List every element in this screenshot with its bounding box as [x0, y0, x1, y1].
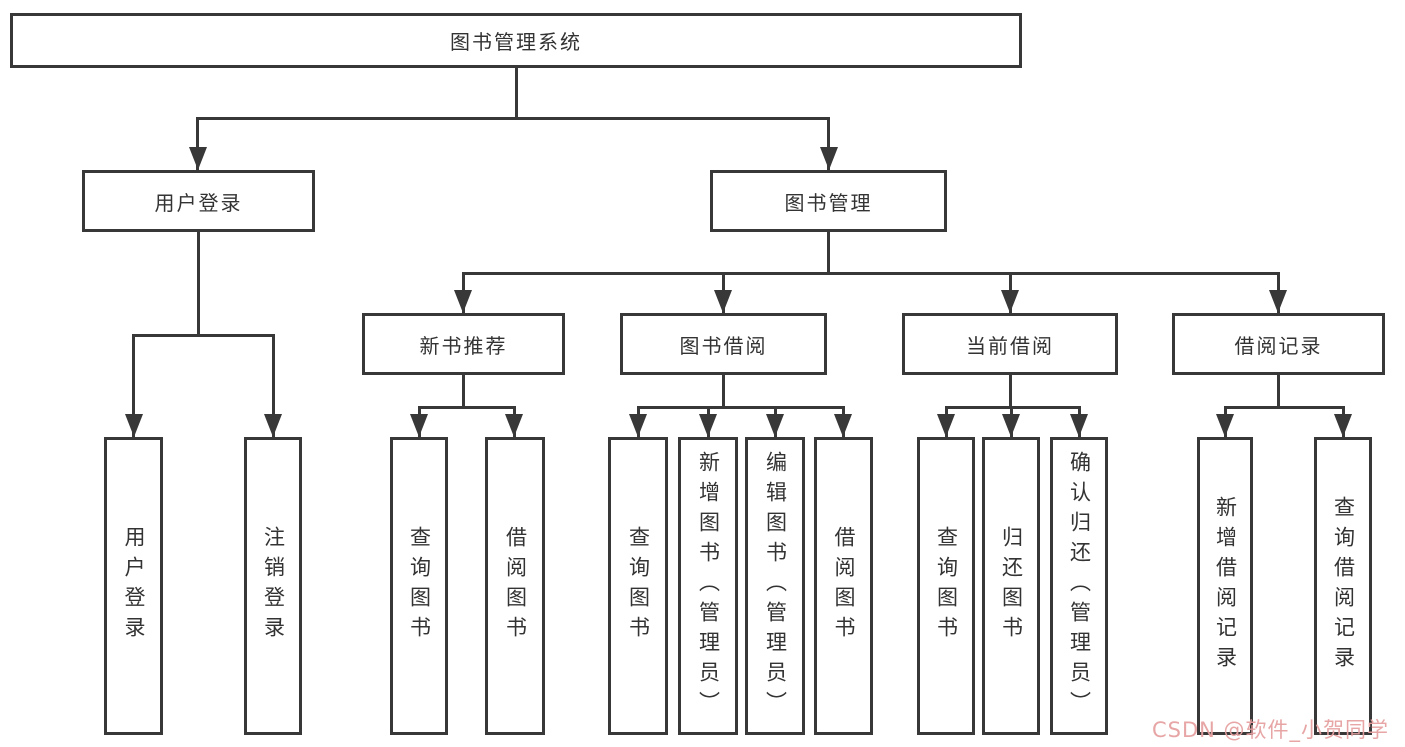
node-label: 新书推荐 — [419, 333, 508, 358]
node-label: 借阅图书 — [832, 526, 856, 646]
arrow-down-icon — [1002, 414, 1020, 437]
leaf-query-books-recommend: 查询图书 — [390, 437, 448, 735]
arrow-down-icon — [1216, 414, 1234, 437]
arrow-down-icon — [766, 414, 784, 437]
node-label: 查询图书 — [934, 526, 959, 646]
node-label: 注销登录 — [261, 526, 286, 646]
leaf-add-books-admin: 新增图书（管理员） — [678, 437, 738, 735]
arrow-down-icon — [505, 414, 523, 437]
arrow-down-icon — [410, 414, 428, 437]
arrow-down-icon — [714, 290, 732, 313]
leaf-user-login: 用户登录 — [104, 437, 163, 735]
arrow-down-icon — [834, 414, 852, 437]
node-root-library-system: 图书管理系统 — [10, 13, 1022, 68]
edge-userlogin-rail — [132, 334, 274, 337]
leaf-query-borrow-record: 查询借阅记录 — [1314, 437, 1372, 735]
edge-bookborrow-stem — [722, 375, 725, 409]
arrow-down-icon — [1269, 290, 1287, 313]
leaf-borrow-books-recommend: 借阅图书 — [485, 437, 545, 735]
node-label: 编辑图书（管理员） — [763, 451, 788, 721]
node-label: 借阅记录 — [1234, 333, 1323, 358]
leaf-confirm-return-admin: 确认归还（管理员） — [1050, 437, 1108, 735]
arrow-down-icon — [125, 414, 143, 437]
node-label: 新增借阅记录 — [1213, 496, 1238, 676]
edge-drop-leaf-login — [132, 334, 135, 437]
edge-drop-leaf-logout — [272, 334, 275, 437]
edge-root-rail — [197, 117, 830, 120]
arrow-down-icon — [820, 147, 838, 170]
edge-borrowrecord-stem — [1277, 375, 1280, 409]
arrow-down-icon — [1001, 290, 1019, 313]
node-label: 用户登录 — [122, 526, 146, 646]
node-borrow-record: 借阅记录 — [1172, 313, 1385, 375]
node-label: 借阅图书 — [503, 526, 528, 646]
node-current-borrow: 当前借阅 — [902, 313, 1118, 375]
node-label: 查询图书 — [626, 526, 651, 646]
edge-newbook-rail — [418, 406, 515, 409]
node-label: 归还图书 — [999, 526, 1024, 646]
leaf-query-books-current: 查询图书 — [917, 437, 975, 735]
node-label: 图书借阅 — [679, 333, 768, 358]
edge-currentborrow-stem — [1009, 375, 1012, 409]
edge-drop-user-login — [196, 117, 199, 170]
node-label: 当前借阅 — [966, 333, 1054, 358]
arrow-down-icon — [189, 147, 207, 170]
leaf-query-books: 查询图书 — [608, 437, 668, 735]
node-book-borrow: 图书借阅 — [620, 313, 827, 375]
arrow-down-icon — [264, 414, 282, 437]
arrow-down-icon — [454, 290, 472, 313]
node-label: 新增图书（管理员） — [696, 451, 721, 721]
edge-userlogin-stem — [197, 232, 200, 336]
arrow-down-icon — [1070, 414, 1088, 437]
edge-root-stem — [515, 68, 518, 118]
node-new-book-recommend: 新书推荐 — [362, 313, 565, 375]
arrow-down-icon — [1334, 414, 1352, 437]
edge-borrowrecord-rail — [1224, 406, 1344, 409]
edge-newbook-stem — [462, 375, 465, 409]
node-label: 用户登录 — [154, 190, 243, 215]
leaf-return-books: 归还图书 — [982, 437, 1040, 735]
edge-bookmgmt-stem — [827, 232, 830, 275]
node-book-management: 图书管理 — [710, 170, 947, 232]
leaf-edit-books-admin: 编辑图书（管理员） — [745, 437, 805, 735]
leaf-logout: 注销登录 — [244, 437, 302, 735]
node-label: 图书管理 — [784, 190, 873, 215]
edge-bookborrow-rail — [637, 406, 844, 409]
edge-bookmgmt-rail — [462, 272, 1280, 275]
edge-drop-book-mgmt — [827, 117, 830, 170]
node-label: 图书管理系统 — [450, 30, 582, 54]
node-user-login: 用户登录 — [82, 170, 315, 232]
node-label: 查询图书 — [407, 526, 432, 646]
arrow-down-icon — [937, 414, 955, 437]
leaf-borrow-books: 借阅图书 — [814, 437, 873, 735]
node-label: 确认归还（管理员） — [1067, 451, 1092, 721]
csdn-watermark: CSDN @软件_小贺同学 — [1152, 718, 1390, 742]
node-label: 查询借阅记录 — [1331, 496, 1356, 676]
leaf-add-borrow-record: 新增借阅记录 — [1197, 437, 1253, 735]
arrow-down-icon — [699, 414, 717, 437]
arrow-down-icon — [629, 414, 647, 437]
